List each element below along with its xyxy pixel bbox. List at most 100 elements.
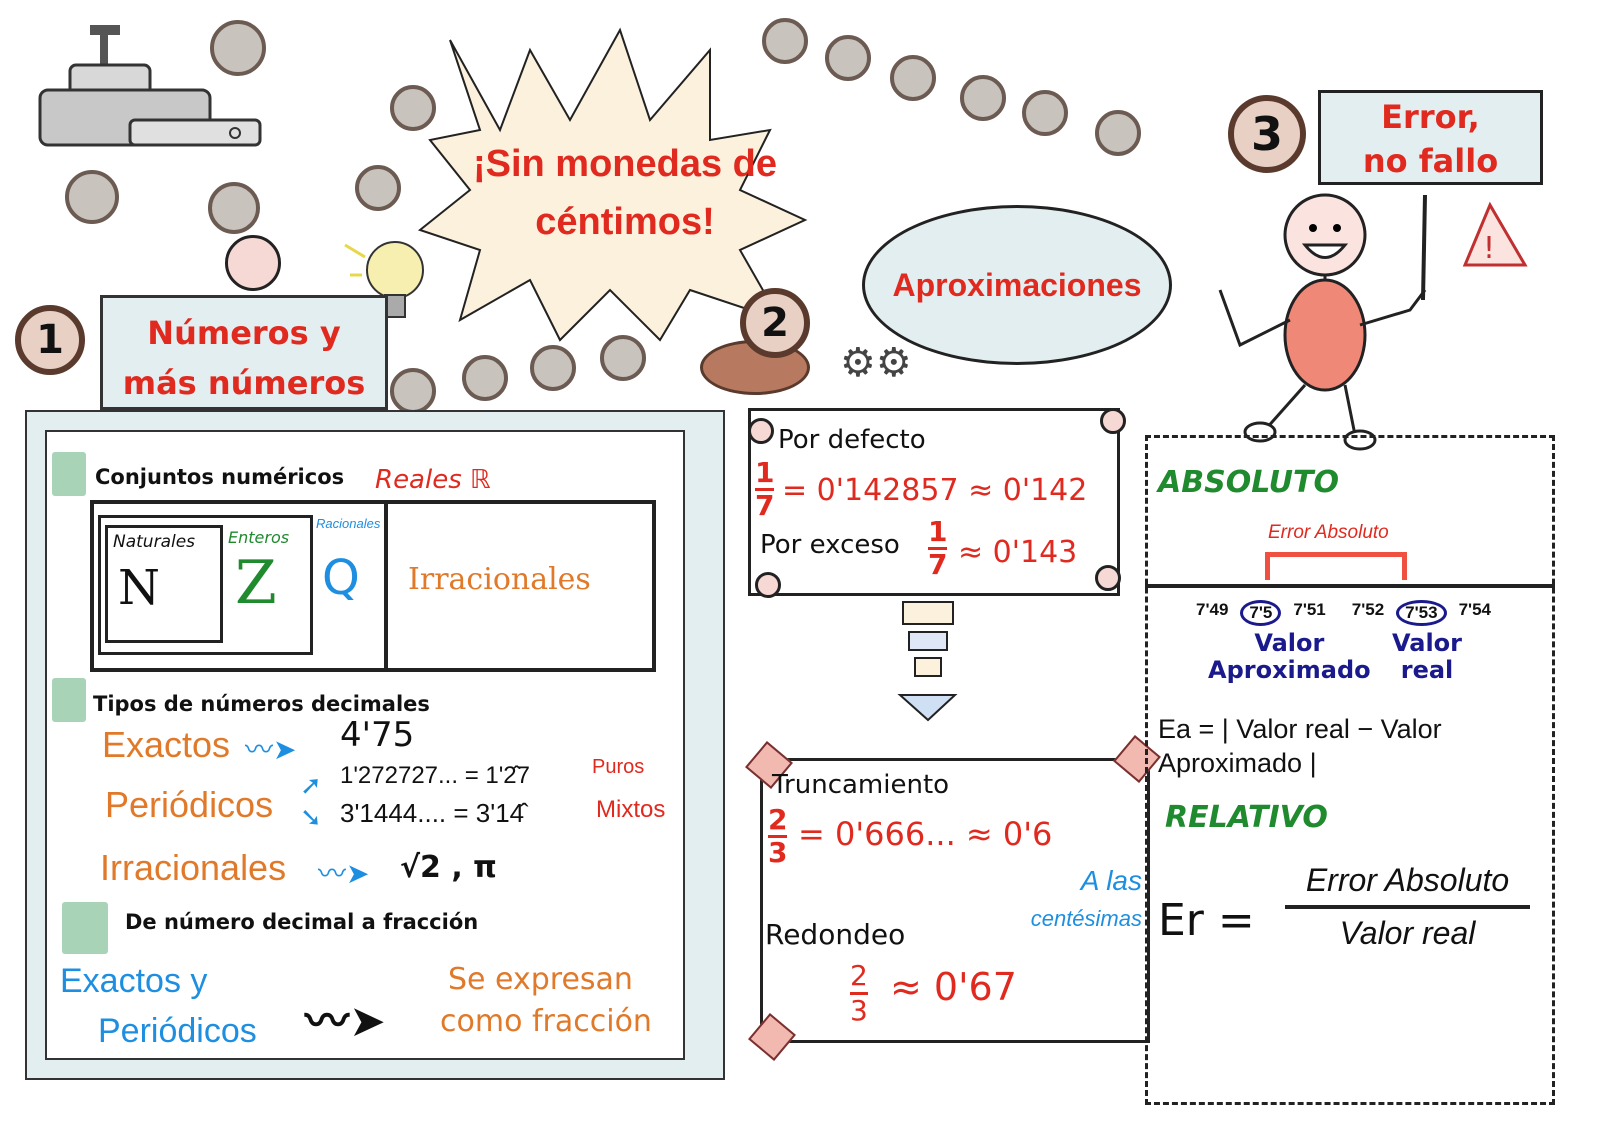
section3-title-line1: Error, [1381,98,1480,136]
pin-icon [748,418,774,444]
exactos-example: 4'75 [340,715,415,755]
coin-icon [462,355,508,401]
coin-icon [890,55,936,101]
coin-icon [1095,110,1141,156]
numerator: 1 [928,515,948,550]
section1-title: Números y más números [100,295,388,410]
error-bracket [1265,552,1407,580]
enteros-box [98,515,313,655]
tick-label: 7'51 [1293,600,1326,619]
aproximaciones-title: Aproximaciones [862,205,1172,365]
coin-icon [960,75,1006,121]
pin-icon [1095,565,1121,591]
er-numerator: Error Absoluto [1285,862,1530,909]
section1-title-line1: Números y [147,314,341,352]
denominator: 7 [928,548,948,581]
section-number-3: 3 [1228,95,1306,173]
tipos-heading: Tipos de números decimales [93,692,430,716]
section3-title: Error, no fallo [1318,90,1543,185]
banner-title: ¡Sin monedas de céntimos! [430,135,820,251]
wavy-arrow-icon: 〰➤ [318,857,370,890]
redondeo-label: Redondeo [765,918,906,951]
section-number-1: 1 [15,305,85,375]
defecto-equation: = 0'142857 ≈ 0'142 [782,473,1088,508]
irracionales-set-label: Irracionales [408,562,591,597]
coin-icon [762,18,808,64]
denominator: 3 [768,836,788,869]
label-line: Valor [1254,629,1325,657]
tick-label-real: 7'53 [1396,600,1447,626]
section3-title-line2: no fallo [1362,142,1499,180]
coin-icon [208,182,260,234]
split-arrow-icon: ➚➘ [300,771,322,833]
error-panel [1145,435,1555,1105]
set-divider [384,500,388,672]
coin-icon [210,20,266,76]
bracket-label: Error Absoluto [1268,522,1389,543]
truncamiento-label: Truncamiento [772,770,950,800]
section-number-2: 2 [740,288,810,358]
bullet-square [52,452,86,496]
face-icon [225,235,281,291]
cash-register-icon [38,25,262,147]
banner-line1: ¡Sin monedas de [472,143,778,185]
label-line: Valor [1392,629,1463,657]
svg-text:!: ! [1483,231,1495,266]
periodicos-label: Periódicos [105,784,274,825]
wavy-arrow-icon: 〰➤ [245,733,297,766]
banner-line2: céntimos! [535,201,715,243]
denominator: 7 [755,489,775,522]
irracionales-example: √2 , π [400,850,497,885]
racionales-label: Racionales [316,516,381,531]
tick-label: 7'49 [1196,600,1229,619]
naturales-box [105,525,223,643]
bullet-square [52,678,86,722]
stick-figure-icon: ! [1218,193,1528,451]
number-sets-box [90,500,656,672]
fraccion-left-line2: Periódicos [98,1012,257,1050]
defecto-label: Por defecto [778,425,926,455]
reales-label: Reales ℝ [375,465,491,495]
enteros-label: Enteros [228,528,290,547]
exceso-label: Por exceso [760,530,900,560]
enteros-symbol: Z [235,548,277,618]
coin-icon [65,170,119,224]
numerator: 1 [755,456,775,491]
er-label: Er = [1158,895,1255,946]
tick-label: 7'54 [1458,600,1491,619]
denominator: 3 [850,994,868,1027]
fraccion-left-line1: Exactos y [60,962,208,1000]
gears-icon: ⚙⚙ [840,340,912,386]
label-line: real [1400,656,1454,684]
conjuntos-heading: Conjuntos numéricos [95,465,345,489]
coin-icon [390,368,436,414]
er-fraction: Error Absoluto Valor real [1285,862,1530,952]
ea-formula: Ea = | Valor real − Valor Aproximado | [1158,714,1442,778]
note-line2: centésimas [1030,906,1142,931]
wavy-arrow-icon: 〰➤ [305,996,386,1047]
redondeo-equation: ≈ 0'67 [890,965,1017,1009]
racionales-symbol: Q [322,550,360,606]
coin-icon [1022,90,1068,136]
exceso-equation: ≈ 0'143 [958,535,1078,570]
relativo-heading: RELATIVO [1165,800,1328,835]
coin-icon [390,85,436,131]
coin-icon [600,335,646,381]
pin-icon [1100,408,1126,434]
lightbulb-icon [344,241,424,318]
section1-title-line2: más números [122,364,366,402]
defecto-exceso-card [748,408,1120,596]
er-denominator: Valor real [1339,915,1476,951]
absoluto-heading: ABSOLUTO [1158,465,1339,500]
tick-label-approx: 7'5 [1240,600,1282,626]
puros-label: Puros [592,756,645,778]
mixto-example: 3'1444.... = 3'14̂ [340,798,525,828]
numerator: 2 [768,803,788,838]
tick-label: 7'52 [1351,600,1385,619]
funnel-arrow-icon [897,601,958,722]
